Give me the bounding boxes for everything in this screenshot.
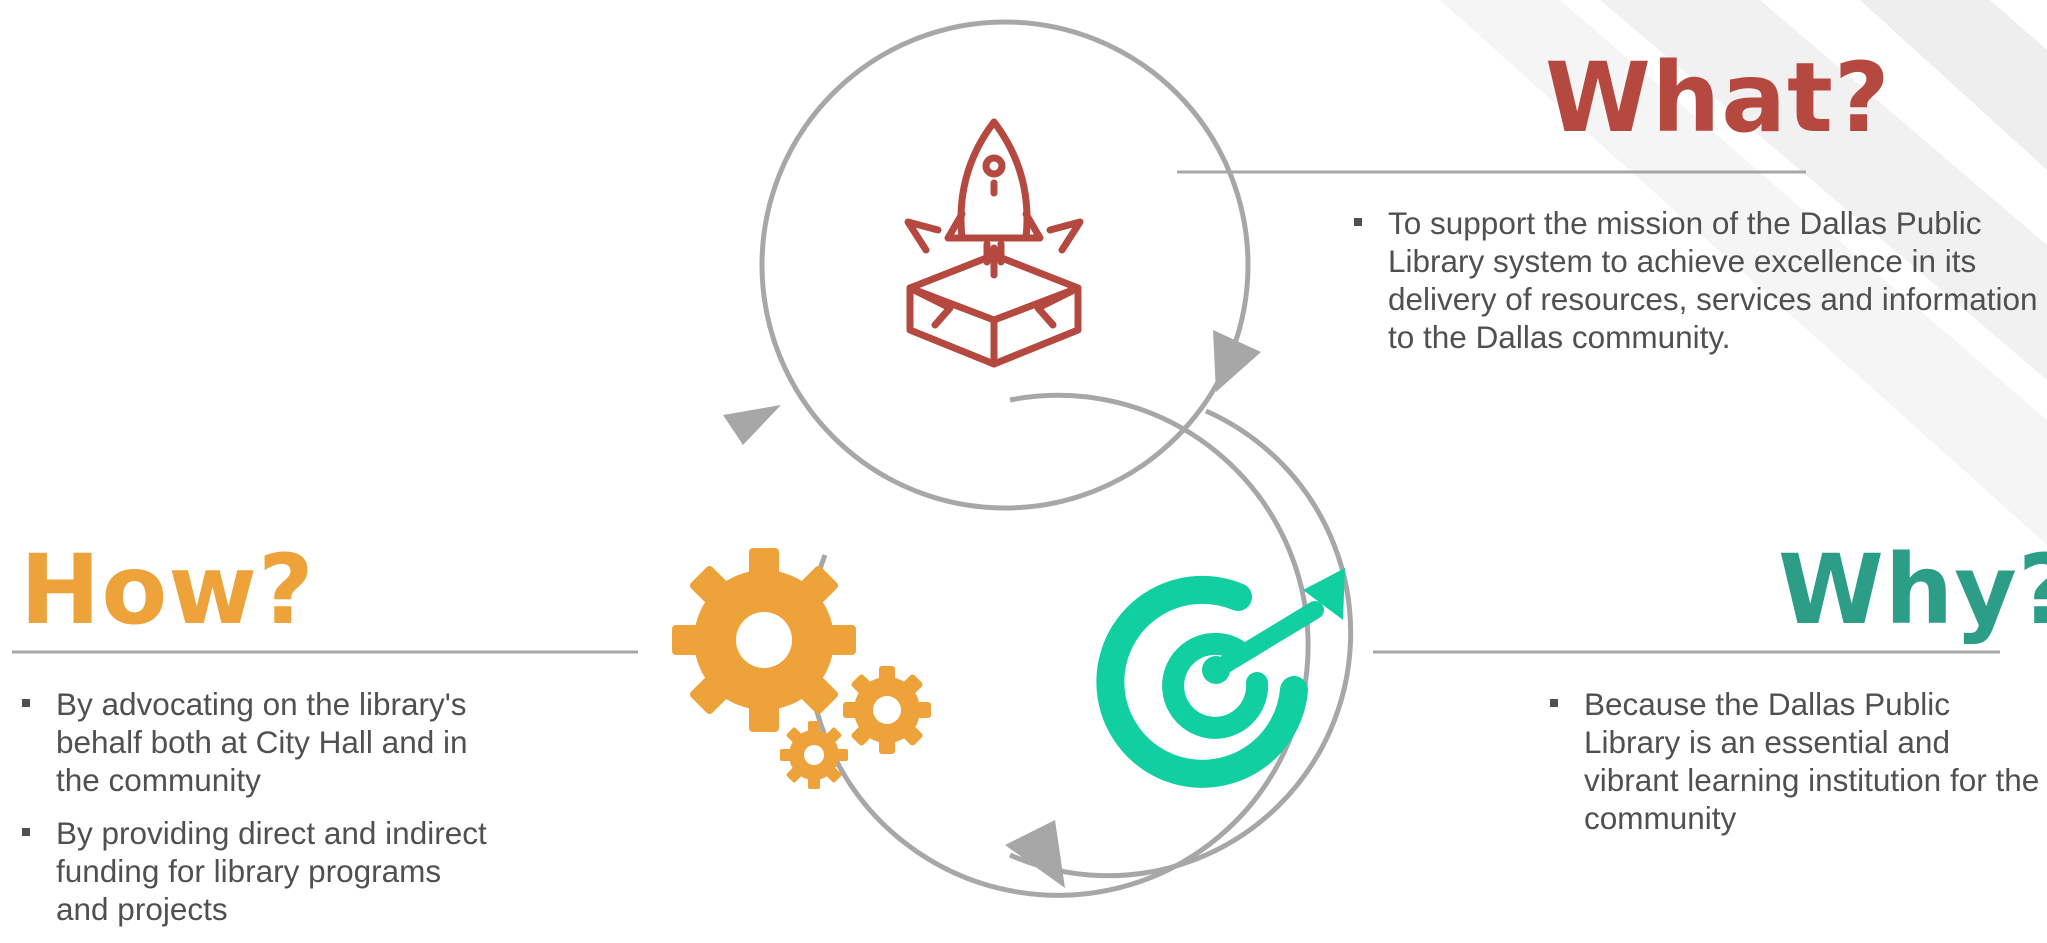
how-heading: How?: [20, 534, 315, 646]
what-circle: [759, 19, 1251, 511]
rocket-box-icon: [904, 118, 1084, 368]
target-arrow-icon: [1096, 568, 1345, 788]
arrowhead-what-to-why: [1213, 330, 1261, 392]
arrowhead-why-to-how: [1005, 820, 1065, 888]
how-bullet-item: By advocating on the library's behalf bo…: [20, 685, 490, 799]
why-circle: [1008, 408, 1354, 879]
why-bullet-item: Because the Dallas Public Library is an …: [1548, 685, 2047, 837]
background-stripe: [1440, 0, 2047, 545]
arrowhead-how-to-what: [723, 405, 781, 445]
how-bullet-item: By providing direct and indirect funding…: [20, 814, 490, 928]
why-bullet-list: Because the Dallas Public Library is an …: [1548, 685, 2047, 852]
background-stripe: [1860, 0, 2047, 170]
what-bullet-item: To support the mission of the Dallas Pub…: [1352, 204, 2047, 356]
what-heading: What?: [1545, 42, 1891, 154]
gears-icon: [672, 548, 931, 789]
what-bullet-list: To support the mission of the Dallas Pub…: [1352, 204, 2047, 371]
why-heading: Why?: [1778, 534, 2047, 646]
background-stripe: [1600, 0, 2047, 380]
how-bullet-list: By advocating on the library's behalf bo…: [20, 685, 490, 943]
